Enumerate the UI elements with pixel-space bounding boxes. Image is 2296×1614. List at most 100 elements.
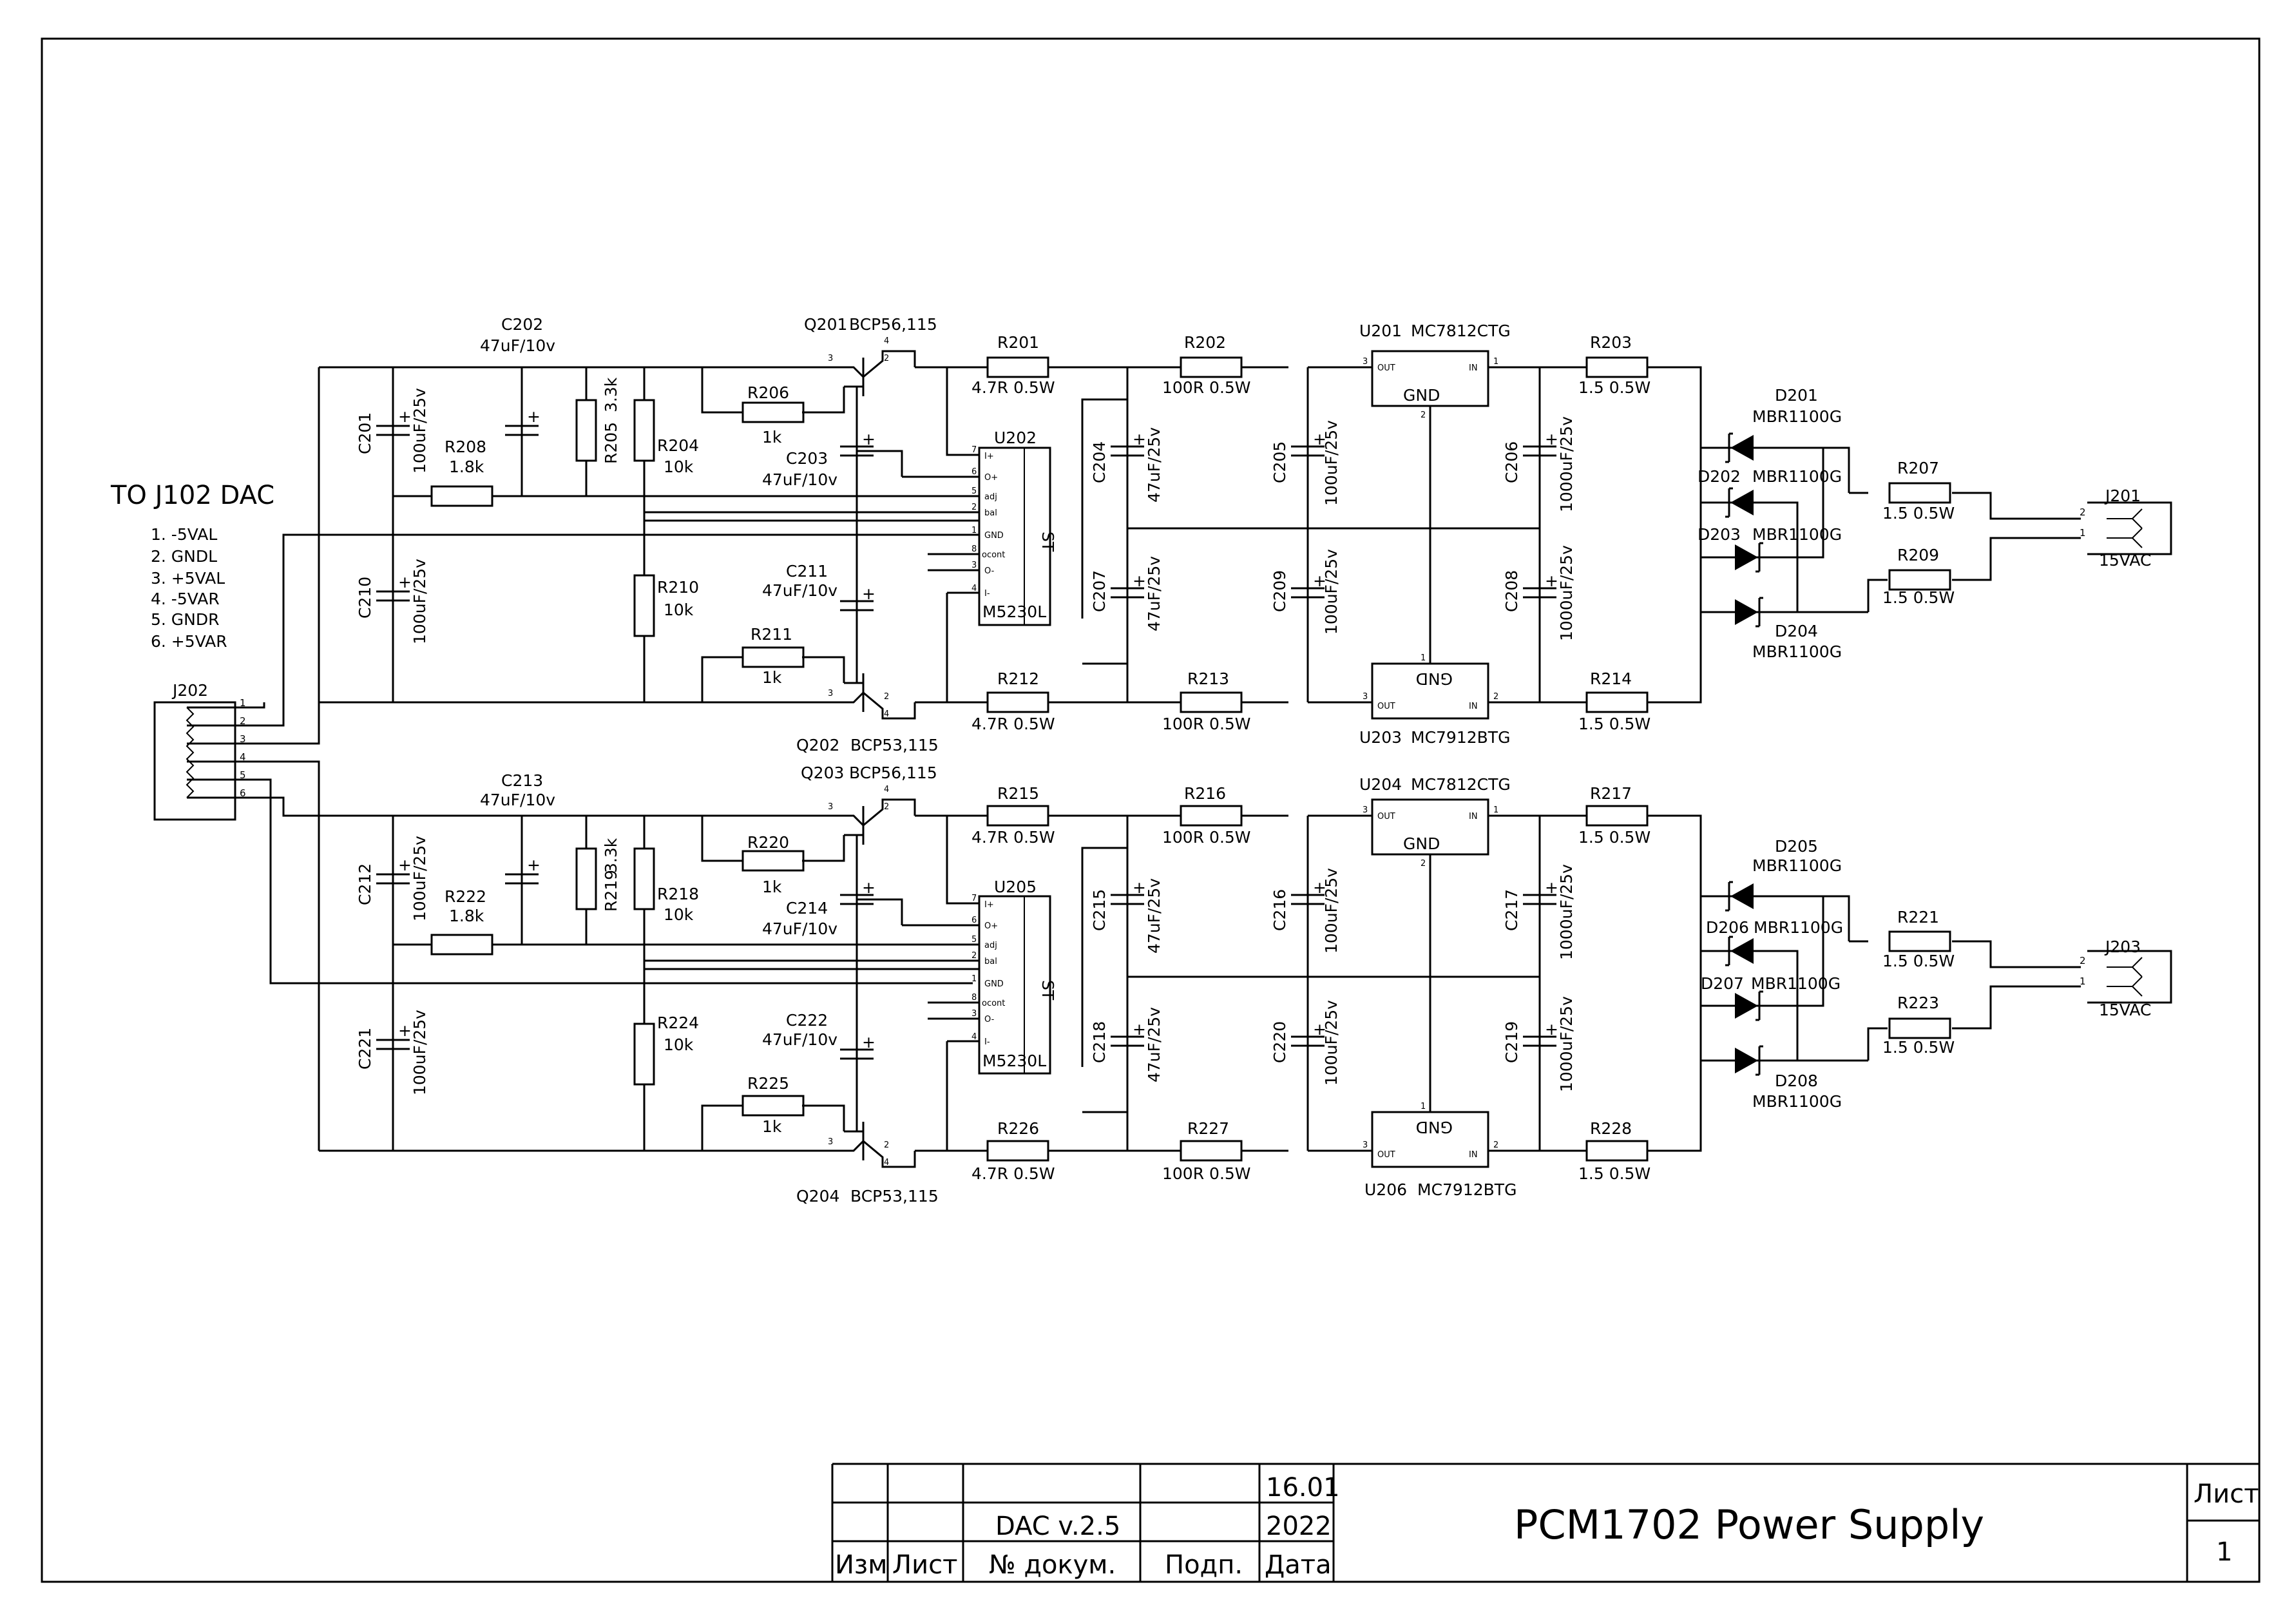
c202-ref: C202 xyxy=(501,315,543,334)
r216-val: 100R 0.5W xyxy=(1162,828,1251,847)
c207-ref: C207 xyxy=(1090,570,1109,612)
r216-ref: R216 xyxy=(1184,784,1226,803)
channel-bottom xyxy=(319,798,2172,1168)
pin-num: 2 xyxy=(971,503,977,512)
pin-num: 1 xyxy=(971,526,977,535)
pinout-item: 2. GNDL xyxy=(151,547,217,566)
r224-val: 10k xyxy=(664,1035,694,1054)
pin-name: GND xyxy=(984,531,1004,541)
r209-ref: R209 xyxy=(1897,546,1939,564)
c211-val: 47uF/10v xyxy=(762,581,837,600)
c220-val: 100uF/25v xyxy=(1322,1000,1341,1086)
c208-ref: C208 xyxy=(1502,570,1521,612)
j203-pin: 1 xyxy=(2080,975,2086,987)
r212-ref: R212 xyxy=(997,669,1039,688)
j202-pin: 5 xyxy=(240,769,246,781)
q204-ref: Q204 xyxy=(796,1187,839,1206)
r222-val: 1.8k xyxy=(449,907,484,925)
reg-pin: 1 xyxy=(1421,1102,1426,1111)
tb-col-sign: Подп. xyxy=(1165,1550,1243,1580)
r207-val: 1.5 0.5W xyxy=(1882,504,1955,523)
r221-val: 1.5 0.5W xyxy=(1882,952,1955,970)
pin-name: O+ xyxy=(984,473,998,483)
pin-name: bal xyxy=(984,957,997,966)
q201-val: BCP56,115 xyxy=(849,315,937,334)
q-pin: 2 xyxy=(884,354,889,363)
reg-out: OUT xyxy=(1377,702,1395,711)
u206-ref: U206 xyxy=(1364,1180,1407,1199)
reg-pin: 1 xyxy=(1493,357,1498,367)
r202-val: 100R 0.5W xyxy=(1162,378,1251,397)
r206-val: 1k xyxy=(762,428,782,447)
c212-val: 100uF/25v xyxy=(410,836,429,921)
plus-icon: + xyxy=(862,878,875,897)
c208-val: 1000uF/25v xyxy=(1557,545,1576,641)
c214-val: 47uF/10v xyxy=(762,919,837,938)
r207-ref: R207 xyxy=(1897,459,1939,477)
c203-ref: C203 xyxy=(786,449,828,468)
d203-ref: D203 xyxy=(1698,525,1741,544)
j202-pin: 1 xyxy=(240,697,246,709)
tb-year: 2022 xyxy=(1266,1512,1332,1541)
connector-j202: J202 1 2 3 4 5 6 xyxy=(153,367,973,1151)
c217-ref: C217 xyxy=(1502,889,1521,931)
r227-val: 100R 0.5W xyxy=(1162,1164,1251,1183)
q203-ref: Q203 xyxy=(801,764,844,782)
pinout-list: 1. -5VAL 2. GNDL 3. +5VAL 4. -5VAR 5. GN… xyxy=(151,525,227,651)
r213-ref: R213 xyxy=(1187,669,1229,688)
u204-ref: U204 xyxy=(1359,775,1402,794)
r223-ref: R223 xyxy=(1897,994,1939,1012)
r208-val: 1.8k xyxy=(449,457,484,476)
q-pin: 3 xyxy=(828,1137,833,1147)
reg-gnd: GND xyxy=(1403,386,1440,405)
pin-num: 4 xyxy=(971,1032,977,1042)
d208-ref: D208 xyxy=(1775,1071,1818,1090)
plus-icon: + xyxy=(1313,878,1326,897)
r211-ref: R211 xyxy=(751,625,792,644)
pin-name: bal xyxy=(984,508,997,518)
q201-ref: Q201 xyxy=(804,315,847,334)
pinout-item: 1. -5VAL xyxy=(151,525,217,544)
r210-val: 10k xyxy=(664,600,694,619)
c204-ref: C204 xyxy=(1090,441,1109,483)
j201-val: 15VAC xyxy=(2099,551,2151,570)
r204-val: 10k xyxy=(664,457,694,476)
regulator-pins-top: OUT IN GND 3 1 2 OUT IN GND 3 2 1 xyxy=(1363,357,1498,711)
c215-val: 47uF/25v xyxy=(1145,878,1163,954)
j202-pin: 4 xyxy=(240,751,246,763)
q-pin: 4 xyxy=(884,336,889,346)
c213-ref: C213 xyxy=(501,771,543,790)
chip-pin-labels-bottom: 7 6 5 2 1 8 3 4 I+ O+ adj bal GND ocont … xyxy=(971,894,1057,1047)
j203-pin: 2 xyxy=(2080,955,2086,966)
pinout-item: 5. GNDR xyxy=(151,610,220,629)
j201-pin: 1 xyxy=(2080,527,2086,539)
r219-ref: R219 xyxy=(602,870,620,912)
r221-ref: R221 xyxy=(1897,908,1939,927)
q-pin: 4 xyxy=(884,1158,889,1167)
r212-val: 4.7R 0.5W xyxy=(971,715,1055,733)
r227-ref: R227 xyxy=(1187,1119,1229,1138)
pin-name: adj xyxy=(984,492,997,502)
plus-icon: + xyxy=(1133,430,1146,448)
pin-num: 6 xyxy=(971,467,977,477)
r225-val: 1k xyxy=(762,1117,782,1136)
c213-val: 47uF/10v xyxy=(480,791,555,809)
reg-pin: 3 xyxy=(1363,357,1368,367)
u201-val: MC7812CTG xyxy=(1411,322,1511,340)
plus-icon: + xyxy=(862,430,875,448)
reg-pin: 2 xyxy=(1493,692,1498,702)
r217-val: 1.5 0.5W xyxy=(1578,828,1650,847)
d201-ref: D201 xyxy=(1775,386,1818,405)
tb-col-doc: № докум. xyxy=(989,1550,1116,1580)
j201-pin: 2 xyxy=(2080,506,2086,518)
r225-ref: R225 xyxy=(747,1074,789,1093)
q-pin: 4 xyxy=(884,785,889,794)
reg-out: OUT xyxy=(1377,812,1395,821)
reg-pin: 2 xyxy=(1421,410,1426,420)
j201-ref: J201 xyxy=(2104,486,2141,505)
d206-val: MBR1100G xyxy=(1754,918,1843,937)
r204-ref: R204 xyxy=(657,436,699,455)
c203-val: 47uF/10v xyxy=(762,470,837,489)
pin-num: 1 xyxy=(971,974,977,984)
